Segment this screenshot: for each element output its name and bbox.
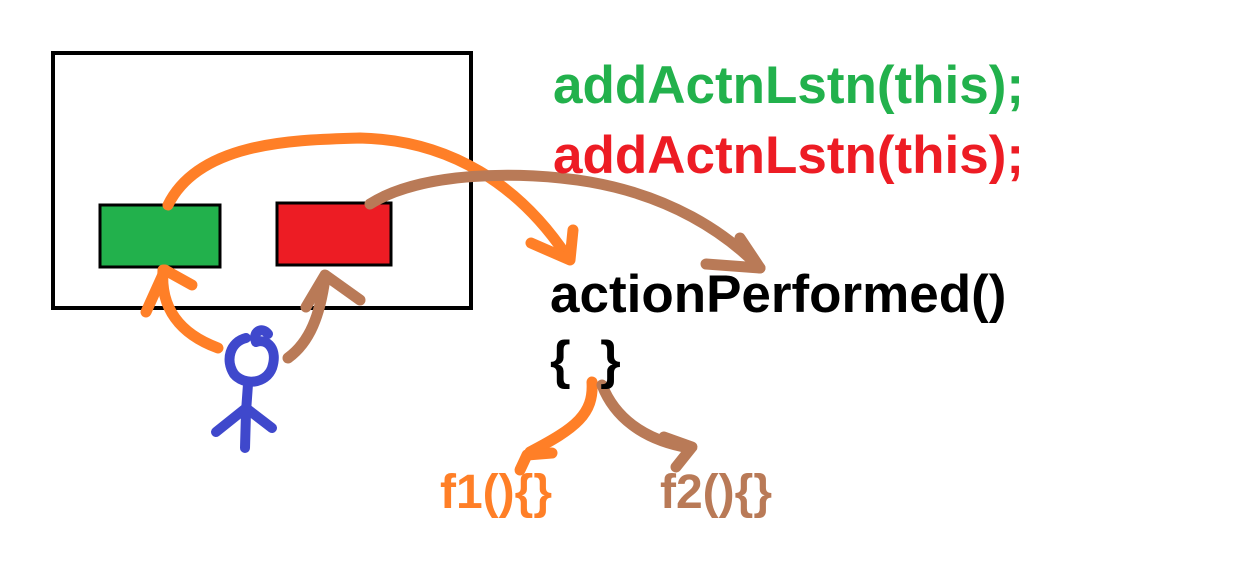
brown-arrow-user-to-red <box>282 269 366 364</box>
orange-arrow-green-to-handler <box>162 132 579 266</box>
red-button[interactable] <box>275 201 393 267</box>
function-f2-label: f2(){} <box>660 466 772 519</box>
add-listener-red-line: addActnLstn(this); <box>553 126 1024 185</box>
action-performed-signature: actionPerformed() <box>550 265 1006 324</box>
app-window-frame <box>51 51 473 310</box>
orange-arrow-user-to-green <box>140 264 224 354</box>
add-listener-green-line: addActnLstn(this); <box>553 56 1024 115</box>
green-button[interactable] <box>98 203 222 269</box>
brown-arrow-handler-to-f2 <box>596 379 698 473</box>
orange-arrow-handler-to-f1 <box>514 376 598 476</box>
stick-figure-icon <box>211 325 279 453</box>
action-performed-body: { } <box>550 331 621 390</box>
function-f1-label: f1(){} <box>440 466 552 519</box>
brown-arrow-red-to-handler <box>364 169 766 274</box>
